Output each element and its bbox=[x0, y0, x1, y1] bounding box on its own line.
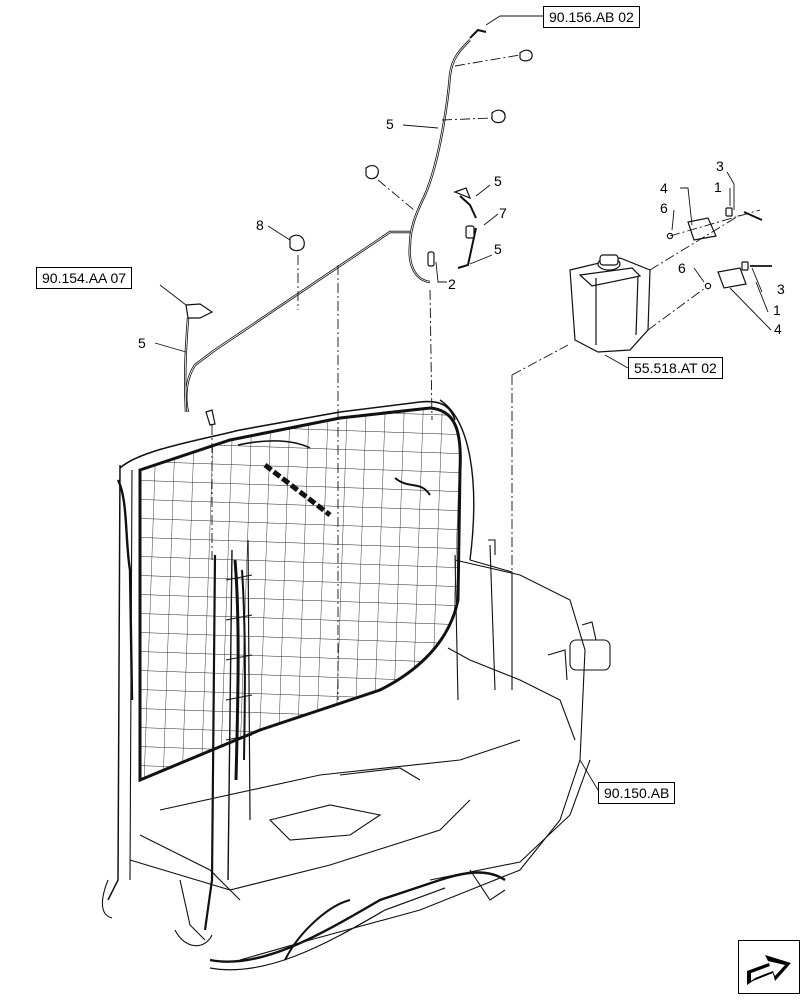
reference-90-150-ab[interactable]: 90.150.AB bbox=[598, 782, 676, 804]
callout-lower-4: 4 bbox=[774, 321, 782, 337]
next-page-button[interactable] bbox=[738, 940, 800, 994]
callout-upper-3: 3 bbox=[716, 158, 724, 174]
clips-and-fittings bbox=[185, 49, 772, 426]
callout-upper-4: 4 bbox=[660, 180, 668, 196]
pillar-harness bbox=[116, 440, 431, 781]
callout-lower-6: 6 bbox=[678, 260, 686, 276]
callout-hose-upper: 5 bbox=[386, 116, 394, 132]
callout-upper-1: 1 bbox=[714, 179, 722, 195]
callout-connector: 2 bbox=[448, 276, 456, 292]
callout-hose-right-upper: 5 bbox=[494, 173, 502, 189]
reference-55-518-at-02[interactable]: 55.518.AT 02 bbox=[628, 357, 723, 379]
next-page-arrow-icon bbox=[747, 955, 791, 985]
callout-check-valve: 7 bbox=[499, 205, 507, 221]
callout-clip: 8 bbox=[256, 217, 264, 233]
callout-lower-3: 3 bbox=[777, 281, 785, 297]
washer-hoses bbox=[183, 28, 487, 413]
reference-lines bbox=[211, 54, 761, 700]
callout-hose-left: 5 bbox=[138, 335, 146, 351]
callout-upper-6: 6 bbox=[660, 200, 668, 216]
reference-90-156-ab-02[interactable]: 90.156.AB 02 bbox=[543, 6, 640, 28]
right-side-components bbox=[488, 539, 611, 681]
reference-90-154-aa-07[interactable]: 90.154.AA 07 bbox=[36, 267, 133, 289]
washer-reservoir bbox=[569, 254, 651, 353]
callout-lower-1: 1 bbox=[773, 302, 781, 318]
rear-screen-mesh bbox=[138, 406, 462, 783]
leader-lines bbox=[154, 15, 772, 791]
callout-hose-right-lower: 5 bbox=[494, 241, 502, 257]
